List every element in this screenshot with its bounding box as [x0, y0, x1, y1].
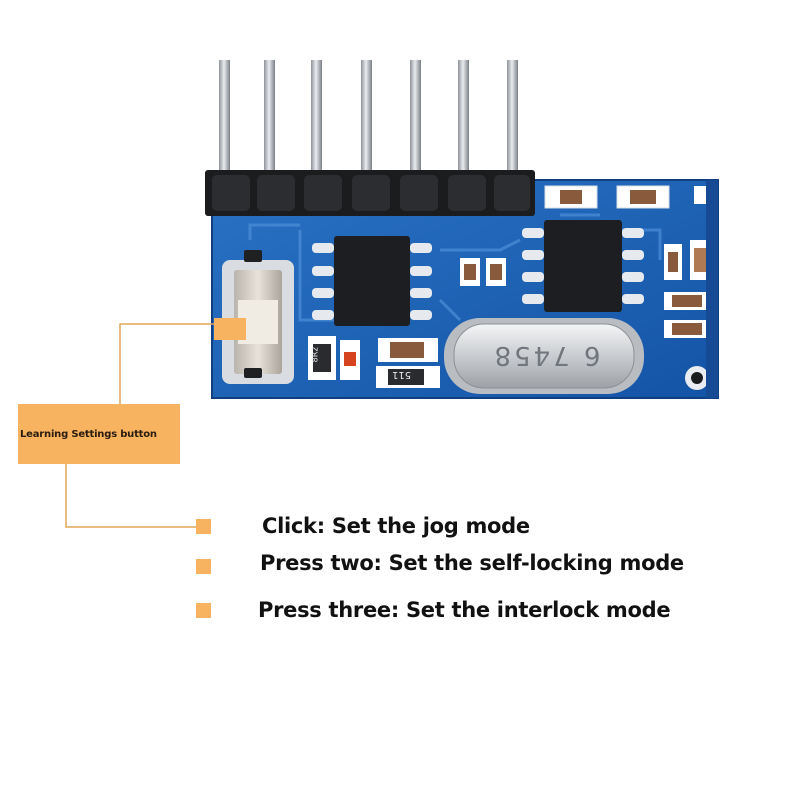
crystal-oscillator: [444, 318, 644, 394]
bullet-square: [196, 602, 211, 618]
resistor-marking: 8R2: [310, 346, 320, 363]
crystal-marking: 6 7458: [491, 340, 601, 370]
chip-marking: 511: [392, 369, 412, 380]
mode-item-interlock: Press three: Set the interlock mode: [196, 598, 671, 622]
pin: [311, 60, 322, 190]
mode-item-jog: Click: Set the jog mode: [196, 514, 530, 538]
bullet-square: [196, 558, 211, 574]
mode-text: Press two: Set the self-locking mode: [260, 551, 684, 575]
pin-header-block: [205, 170, 535, 216]
smd-components-bottom: [308, 336, 440, 388]
learning-settings-callout: Learning Settings button: [18, 404, 180, 464]
pin: [410, 60, 421, 190]
pcb-trim-right: [706, 180, 718, 398]
mode-text: Press three: Set the interlock mode: [258, 598, 671, 622]
pin: [219, 60, 230, 190]
mounting-hole: [685, 366, 709, 390]
ic-chip-left: [312, 236, 432, 326]
button-marker: [214, 318, 246, 340]
pin: [458, 60, 469, 190]
callout-label: Learning Settings button: [20, 428, 157, 440]
header-pins: [219, 60, 518, 190]
callout-leader-lines: [65, 323, 215, 528]
mode-item-self-locking: Press two: Set the self-locking mode: [196, 551, 684, 575]
pin: [264, 60, 275, 190]
ic-chip-right: [522, 220, 644, 312]
smd-components-right: [460, 240, 710, 338]
mode-text: Click: Set the jog mode: [262, 514, 530, 538]
learning-settings-button-illustration: [222, 250, 294, 384]
pin: [507, 60, 518, 190]
bullet-square: [196, 518, 211, 534]
pin: [361, 60, 372, 190]
